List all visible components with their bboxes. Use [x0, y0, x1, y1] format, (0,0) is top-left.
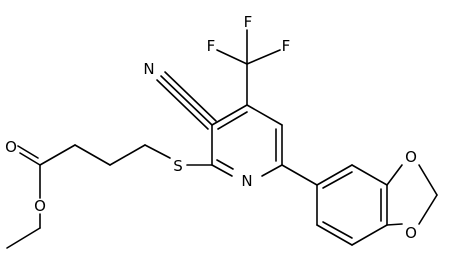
bond-ring-n-c2-double: [216, 159, 234, 170]
bond-ring-c3-c4: [211, 104, 248, 126]
atom-label-f2: F: [282, 37, 291, 55]
bond-diox-1: [386, 164, 403, 186]
bond-chain-3: [39, 144, 76, 166]
atom-label-ring-n: N: [241, 172, 252, 190]
bond-ring-c3-c4-double: [217, 111, 248, 130]
bond-ring-c4-c5: [246, 104, 283, 126]
bond-benz-2: [351, 164, 388, 186]
bond-cf3-c-f2: [246, 49, 281, 65]
atom-label-carbonyl-o: O: [5, 138, 17, 156]
bond-chain-2: [74, 144, 111, 166]
bond-chain-1: [109, 144, 146, 166]
atom-label-f1: F: [207, 37, 216, 55]
bond-carbonyl-1: [19, 152, 41, 166]
atom-label-sulfur: S: [173, 157, 183, 175]
bond-nitrile-1: [160, 75, 213, 126]
bond-carbonyl-2: [17, 145, 39, 159]
atom-label-ester-o: O: [34, 197, 46, 215]
atom-label-dioxole-o2: O: [405, 224, 417, 242]
atom-label-nitrile-n: N: [143, 60, 154, 78]
bond-benz-5: [316, 224, 353, 246]
bond-ethyl: [6, 227, 41, 249]
bond-cf3-c-f1: [216, 49, 248, 65]
bond-benz-1-double: [322, 171, 353, 189]
bond-benz-5-double: [322, 221, 353, 239]
bond-diox-2: [418, 164, 438, 196]
bond-diox-4: [386, 223, 403, 226]
bond-nitrile-2: [156, 79, 209, 130]
bond-pyridine-aryl: [281, 164, 318, 186]
bond-benz-4: [351, 224, 388, 246]
bond-diox-3: [418, 194, 438, 225]
atom-label-f3: F: [244, 13, 253, 31]
bond-s-ch2: [144, 144, 171, 159]
atom-label-dioxole-o1: O: [405, 148, 417, 166]
bond-ring-c6-n: [261, 164, 283, 177]
bond-ring-n-c2: [211, 164, 233, 177]
bond-nitrile-3: [164, 71, 217, 122]
bond-benz-1: [316, 164, 353, 186]
